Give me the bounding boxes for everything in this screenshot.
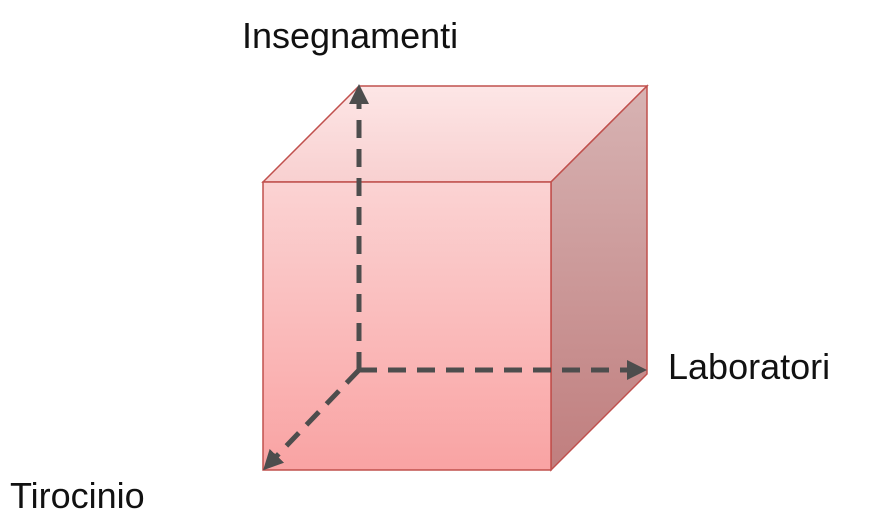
cube-front-face <box>262 181 552 471</box>
depth-axis-arrow <box>263 368 361 471</box>
depth-axis-label: Tirocinio <box>10 475 145 516</box>
vertical-axis-label: Insegnamenti <box>242 15 459 56</box>
horizontal-axis-label: Laboratori <box>668 346 831 387</box>
